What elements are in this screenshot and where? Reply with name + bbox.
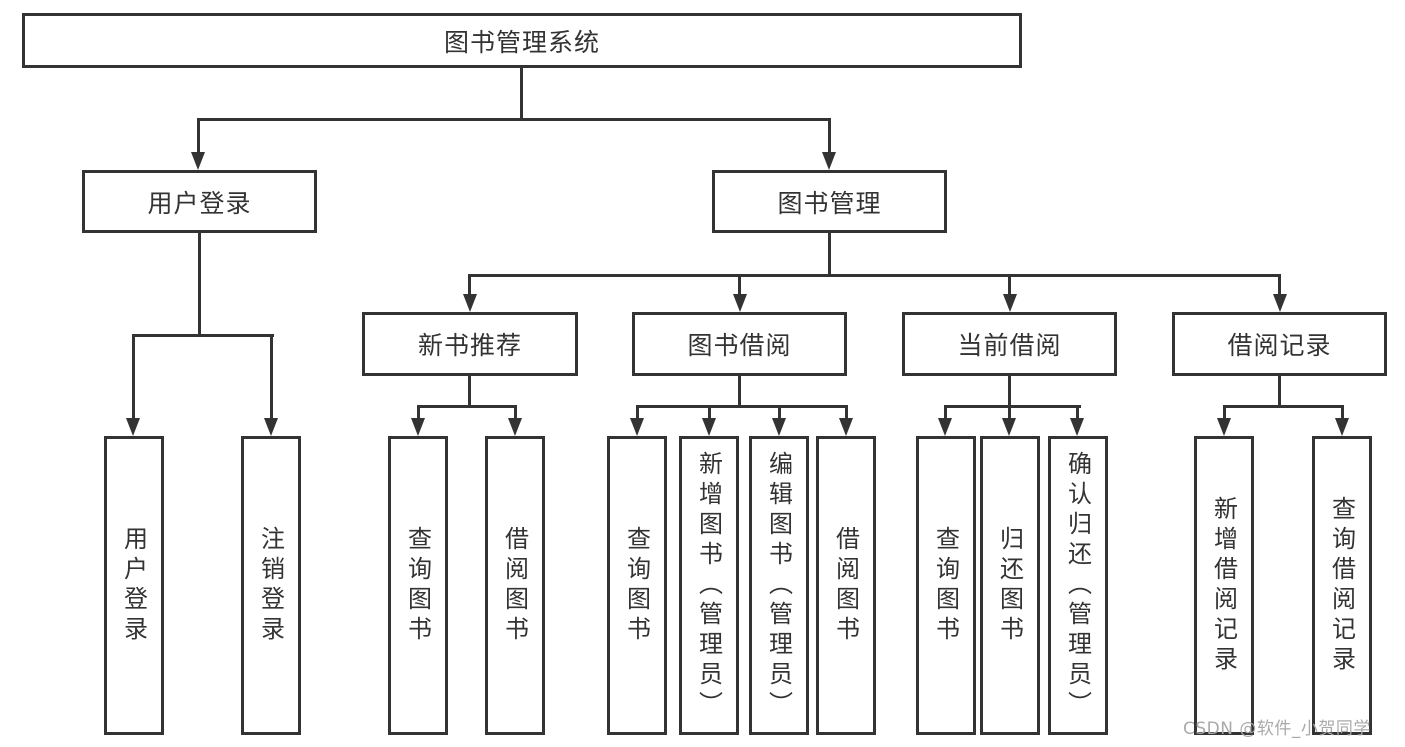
leaf-logout: 注销登录 [241,436,301,735]
leaf-current-query-books: 查询图书 [916,436,976,735]
leaf-add-books-admin: 新增图书（管理员） [679,436,739,735]
connector-line [1076,405,1079,422]
connector-line [738,274,741,298]
arrow-down-icon [411,418,425,436]
node-label: 用户登录 [119,525,148,646]
node-book-borrowing: 图书借阅 [632,312,847,376]
connector-line [1341,405,1344,422]
arrow-down-icon [822,152,836,170]
connector-line [845,405,848,422]
connector-line [738,376,741,405]
leaf-edit-books-admin: 编辑图书（管理员） [749,436,809,735]
connector-line [1223,405,1344,408]
arrow-down-icon [630,418,644,436]
node-label: 查询图书 [403,525,432,646]
arrow-down-icon [702,418,716,436]
arrow-down-icon [1070,418,1084,436]
connector-line [133,334,274,337]
connector-line [468,274,1281,277]
connector-line [468,376,471,405]
leaf-borrow-books: 借阅图书 [816,436,876,735]
leaf-confirm-return-admin: 确认归还（管理员） [1048,436,1108,735]
connector-line [1008,405,1011,422]
leaf-add-borrow-record: 新增借阅记录 [1194,436,1254,735]
arrow-down-icon [839,418,853,436]
connector-line [1008,274,1011,298]
connector-line [520,68,523,118]
leaf-user-login: 用户登录 [104,436,164,735]
node-label: 借阅记录 [1227,331,1332,360]
leaf-borrowing-query-books: 查询图书 [607,436,667,735]
node-label: 新增借阅记录 [1209,495,1238,676]
arrow-down-icon [1217,418,1231,436]
arrow-down-icon [772,418,786,436]
connector-line [828,233,831,274]
arrow-down-icon [191,152,205,170]
connector-line [828,118,831,154]
connector-line [132,334,135,422]
leaf-query-borrow-record: 查询借阅记录 [1312,436,1372,735]
connector-line [1008,376,1011,405]
node-label: 借阅图书 [831,525,860,646]
connector-line [636,405,848,408]
node-label: 新书推荐 [417,331,522,360]
node-label: 图书借阅 [687,331,792,360]
connector-line [1223,405,1226,422]
node-borrowing-records: 借阅记录 [1172,312,1387,376]
connector-line [778,405,781,422]
arrow-down-icon [733,294,747,312]
node-label: 注销登录 [256,525,285,646]
connector-line [944,405,1081,408]
node-label: 编辑图书（管理员） [764,450,793,721]
connector-line [708,405,711,422]
node-new-book-recommend: 新书推荐 [362,312,578,376]
connector-line [1278,376,1281,405]
node-label: 图书管理 [777,188,882,218]
node-book-management: 图书管理 [712,170,947,233]
connector-line [197,118,200,154]
connector-line [636,405,639,422]
arrow-down-icon [1002,418,1016,436]
node-label: 查询图书 [622,525,651,646]
arrow-down-icon [1335,418,1349,436]
connector-line [1278,274,1281,298]
node-user-login: 用户登录 [82,170,317,233]
node-label: 归还图书 [995,525,1024,646]
leaf-recommend-query-books: 查询图书 [388,436,448,735]
connector-line [417,405,420,422]
arrow-down-icon [264,418,278,436]
arrow-down-icon [126,418,140,436]
arrow-down-icon [938,418,952,436]
connector-line [514,405,517,422]
node-label: 用户登录 [147,188,252,218]
node-label: 查询图书 [931,525,960,646]
node-label: 查询借阅记录 [1327,495,1356,676]
arrow-down-icon [1273,294,1287,312]
arrow-down-icon [508,418,522,436]
node-library-system-root: 图书管理系统 [22,13,1022,68]
node-current-borrowing: 当前借阅 [902,312,1117,376]
arrow-down-icon [1003,294,1017,312]
leaf-recommend-borrow-books: 借阅图书 [485,436,545,735]
node-label: 借阅图书 [500,525,529,646]
node-label: 当前借阅 [957,331,1062,360]
connector-line [198,233,201,334]
node-label: 新增图书（管理员） [694,450,723,721]
connector-line [944,405,947,422]
leaf-return-books: 归还图书 [980,436,1040,735]
connector-line [468,274,471,298]
connector-line [197,118,831,121]
connector-line [417,405,517,408]
csdn-watermark: CSDN @软件_小贺同学 [1183,719,1371,739]
node-label: 图书管理系统 [443,27,600,57]
node-label: 确认归还（管理员） [1063,450,1092,721]
connector-line [270,334,273,422]
arrow-down-icon [463,294,477,312]
